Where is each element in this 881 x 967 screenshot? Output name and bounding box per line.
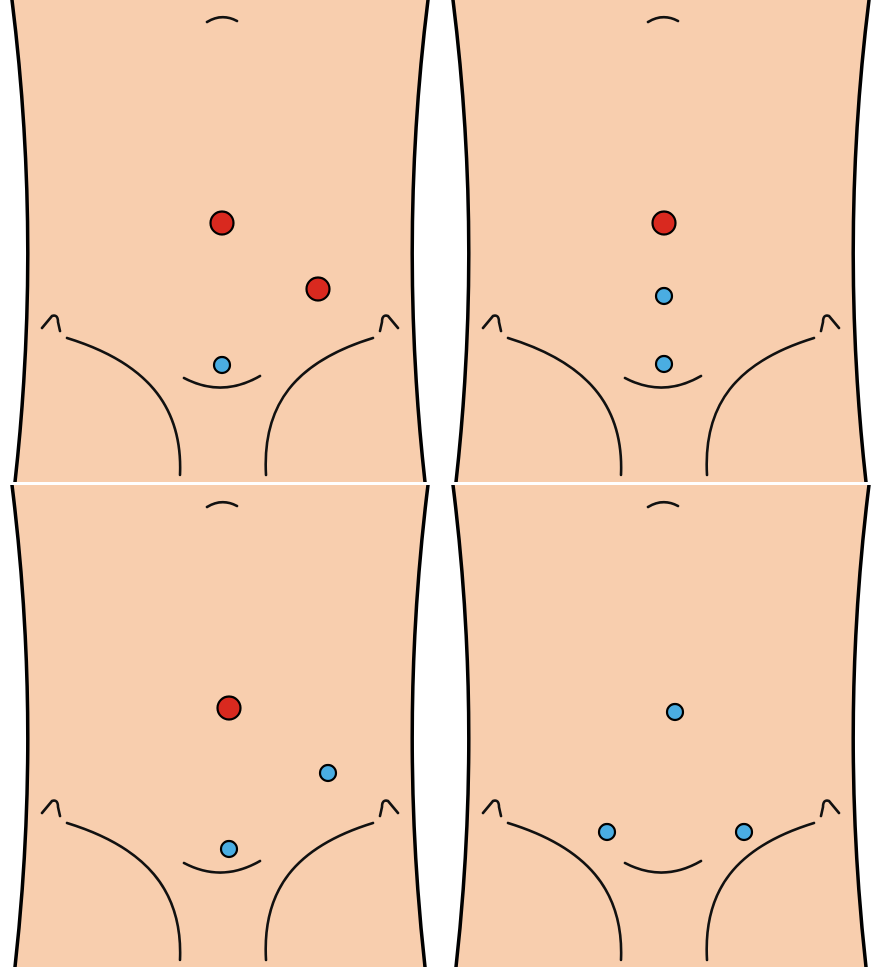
horizontal-divider	[0, 482, 881, 485]
torso-skin	[453, 485, 869, 967]
port-small-right-lower	[736, 824, 752, 840]
port-small-midline	[656, 288, 672, 304]
port-small-left-lower	[599, 824, 615, 840]
port-large-umbilical	[211, 212, 234, 235]
port-large-umbilical	[653, 212, 676, 235]
port-small-suprapubic	[214, 357, 230, 373]
port-small-suprapubic	[656, 356, 672, 372]
port-small-suprapubic	[221, 841, 237, 857]
port-large-right-flank	[307, 278, 330, 301]
port-large-umbilical	[218, 697, 241, 720]
port-small-umbilical	[667, 704, 683, 720]
port-small-right-flank	[320, 765, 336, 781]
torso-skin	[12, 485, 428, 967]
panel-top-left	[12, 0, 428, 482]
panel-top-right	[453, 0, 869, 482]
torso-skin	[453, 0, 869, 482]
panel-bottom-right	[453, 485, 869, 967]
panel-bottom-left	[12, 485, 428, 967]
torso-skin	[12, 0, 428, 482]
